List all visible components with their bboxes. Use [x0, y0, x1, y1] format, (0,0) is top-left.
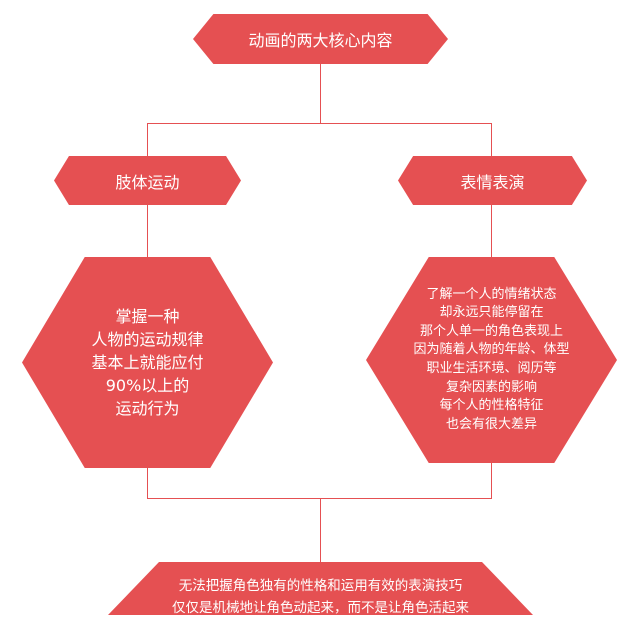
detail-line: 基本上就能应付 — [91, 353, 204, 372]
connector-right-down — [491, 463, 492, 499]
detail-line: 了解一个人的情绪状态 — [426, 286, 557, 302]
connector-top-right-drop — [491, 123, 492, 156]
conclusion-line: 无法把握角色独有的性格和运用有效的表演技巧 — [178, 578, 463, 594]
connector-top-horizontal — [147, 123, 492, 124]
limb-motion-detail-text: 掌握一种 人物的运动规律 基本上就能应付 90%以上的 运动行为 — [91, 305, 203, 420]
detail-line: 却永远只能停留在 — [439, 305, 544, 321]
root-node-label: 动画的两大核心内容 — [248, 31, 393, 50]
conclusion-text: 无法把握角色独有的性格和运用有效的表演技巧 仅仅是机械地让角色动起来，而不是让角… — [172, 575, 469, 616]
conclusion-node: 无法把握角色独有的性格和运用有效的表演技巧 仅仅是机械地让角色动起来，而不是让角… — [108, 562, 533, 615]
connector-top-left-drop — [147, 123, 148, 156]
limb-motion-node: 肢体运动 — [54, 156, 241, 205]
limb-motion-detail: 掌握一种 人物的运动规律 基本上就能应付 90%以上的 运动行为 — [22, 257, 273, 468]
detail-line: 每个人的性格特征 — [439, 398, 544, 414]
conclusion-line: 仅仅是机械地让角色动起来，而不是让角色活起来 — [172, 600, 469, 616]
connector-left-mid — [147, 205, 148, 257]
connector-left-down — [147, 468, 148, 499]
detail-line: 职业生活环境、阅历等 — [426, 361, 557, 376]
connector-bottom-horizontal — [147, 498, 492, 499]
detail-line: 人物的运动规律 — [91, 330, 204, 349]
connector-bottom-drop — [320, 498, 321, 562]
detail-line: 因为随着人物的年龄、体型 — [413, 342, 570, 358]
detail-line: 复杂因素的影响 — [445, 379, 537, 395]
root-node: 动画的两大核心内容 — [193, 14, 448, 64]
detail-line: 90%以上的 — [105, 376, 190, 395]
limb-motion-label: 肢体运动 — [115, 172, 180, 192]
connector-right-mid — [491, 205, 492, 257]
connector-root-down — [320, 64, 321, 124]
expression-label: 表情表演 — [460, 172, 525, 192]
detail-line: 也会有很大差异 — [445, 416, 537, 432]
detail-line: 掌握一种 — [115, 307, 180, 326]
detail-line: 那个人单一的角色表现上 — [419, 323, 563, 339]
expression-detail-text: 了解一个人的情绪状态 却永远只能停留在 那个人单一的角色表现上 因为随着人物的年… — [413, 286, 569, 435]
expression-node: 表情表演 — [398, 156, 587, 205]
expression-detail: 了解一个人的情绪状态 却永远只能停留在 那个人单一的角色表现上 因为随着人物的年… — [366, 257, 617, 463]
detail-line: 运动行为 — [115, 399, 180, 418]
